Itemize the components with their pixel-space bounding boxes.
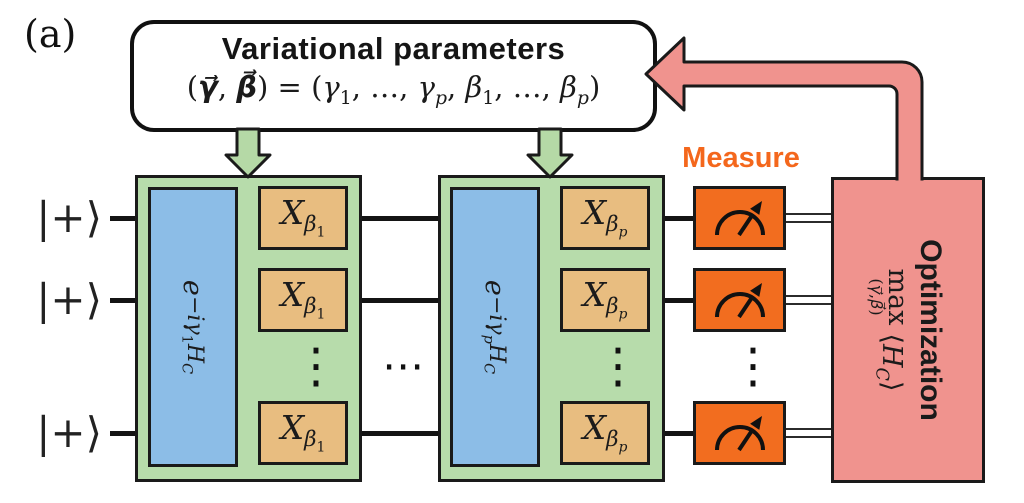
- expectation-value: ⟨HC⟩: [871, 333, 908, 392]
- variational-parameters-title: Variational parameters: [221, 31, 566, 66]
- down-arrow-icon: [224, 127, 272, 179]
- variational-parameters-box: Variational parameters (γ⃗, β⃗) = (γ1, ……: [130, 20, 657, 132]
- measurement-box: [693, 401, 786, 465]
- measurement-box: [693, 186, 786, 250]
- mixer-gate: Xβp: [560, 268, 650, 332]
- mixer-gate-label: Xβp: [582, 192, 628, 241]
- variational-parameters-formula: (γ⃗, β⃗) = (γ1, …, γp, β1, …, βp): [186, 70, 601, 109]
- mixer-gate: Xβ1: [258, 186, 348, 250]
- classical-wire-1: [786, 213, 833, 223]
- cost-unitary-label-p: e−iγpHC: [479, 279, 511, 375]
- measure-label: Measure: [682, 142, 800, 174]
- cost-unitary-label-1: e−iγ1HC: [177, 279, 209, 375]
- qubit-wire-3: [110, 431, 700, 436]
- down-arrow-icon: [526, 127, 574, 179]
- qubit-state-label: |+⟩: [36, 193, 102, 242]
- qubit-state-label: |+⟩: [36, 408, 102, 457]
- gauge-icon: [714, 201, 765, 237]
- cost-unitary-gate-1: [148, 187, 238, 467]
- mixer-gate: Xβ1: [258, 401, 348, 465]
- mixer-gate: Xβp: [560, 401, 650, 465]
- cost-unitary-gate-p: [450, 187, 540, 467]
- max-operator: max (γ⃗,β⃗): [866, 268, 914, 326]
- mixer-gate-label: Xβ1: [280, 192, 326, 241]
- qubit-wire-1: [110, 216, 700, 221]
- gauge-icon: [714, 283, 765, 319]
- mixer-gate-label: Xβp: [582, 274, 628, 323]
- optimization-text: Optimization max (γ⃗,β⃗) ⟨HC⟩: [828, 180, 988, 480]
- classical-wire-2: [786, 295, 833, 305]
- vertical-ellipsis: ⋮: [729, 338, 777, 394]
- classical-wire-3: [786, 428, 833, 438]
- mixer-gate-label: Xβp: [582, 407, 628, 456]
- max-under-parameters: (γ⃗,β⃗): [866, 278, 886, 316]
- vertical-ellipsis: ⋮: [594, 337, 642, 395]
- gauge-icon: [714, 416, 765, 452]
- measurement-box: [693, 268, 786, 332]
- qubit-wire-2: [110, 298, 700, 303]
- panel-label: (a): [24, 12, 77, 56]
- mixer-gate-label: Xβ1: [280, 407, 326, 456]
- mixer-gate: Xβp: [560, 186, 650, 250]
- optimization-objective: max (γ⃗,β⃗) ⟨HC⟩: [866, 268, 914, 392]
- vertical-ellipsis: ⋮: [292, 337, 340, 395]
- horizontal-ellipsis: ⋯: [382, 341, 424, 390]
- mixer-gate: Xβ1: [258, 268, 348, 332]
- max-label: max: [882, 268, 914, 326]
- mixer-gate-label: Xβ1: [280, 274, 326, 323]
- qubit-state-label: |+⟩: [36, 275, 102, 324]
- optimization-title: Optimization: [914, 239, 948, 421]
